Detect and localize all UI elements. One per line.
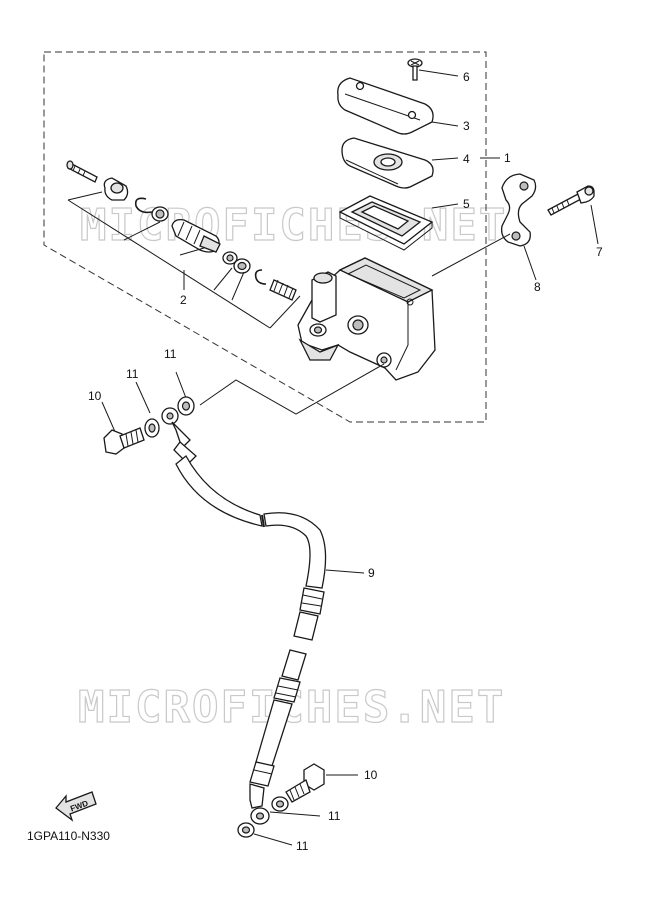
lower-washers [237, 796, 289, 838]
callout-7: 7 [596, 245, 603, 259]
diagram-code: 1GPA110-N330 [27, 829, 110, 843]
watermark-top: MICROFICHES.NET [80, 200, 507, 251]
diaphragm-gasket [338, 195, 434, 251]
upper-banjo-bolt [103, 427, 145, 455]
master-cylinder-holder [500, 173, 537, 247]
callout-5: 5 [463, 197, 470, 211]
callout-4: 4 [463, 152, 470, 166]
callout-3: 3 [463, 119, 470, 133]
callout-11-lower-b: 11 [296, 839, 309, 853]
fwd-arrow-icon: FWD [55, 791, 97, 822]
leader-lines [101, 69, 599, 846]
reservoir-cover [337, 77, 434, 135]
piston-kit [66, 160, 301, 329]
callout-11-upper-b: 11 [126, 367, 139, 381]
callout-10-upper: 10 [88, 389, 102, 403]
callout-11-upper-a: 11 [164, 347, 177, 361]
diaphragm-plate [341, 137, 434, 189]
brake-hose [161, 407, 327, 825]
master-cylinder-body [297, 257, 436, 381]
callout-8: 8 [534, 280, 541, 294]
callout-10-lower: 10 [364, 768, 378, 782]
callout-11-lower-a: 11 [328, 809, 341, 823]
upper-washers [144, 396, 195, 438]
callout-2: 2 [180, 293, 187, 307]
cover-screw [407, 58, 423, 81]
callout-1: 1 [504, 151, 511, 165]
holder-bolt [547, 185, 595, 216]
callout-9: 9 [368, 566, 375, 580]
lower-banjo-bolt [285, 763, 325, 803]
callout-6: 6 [463, 70, 470, 84]
assembly-boundary [43, 51, 487, 423]
